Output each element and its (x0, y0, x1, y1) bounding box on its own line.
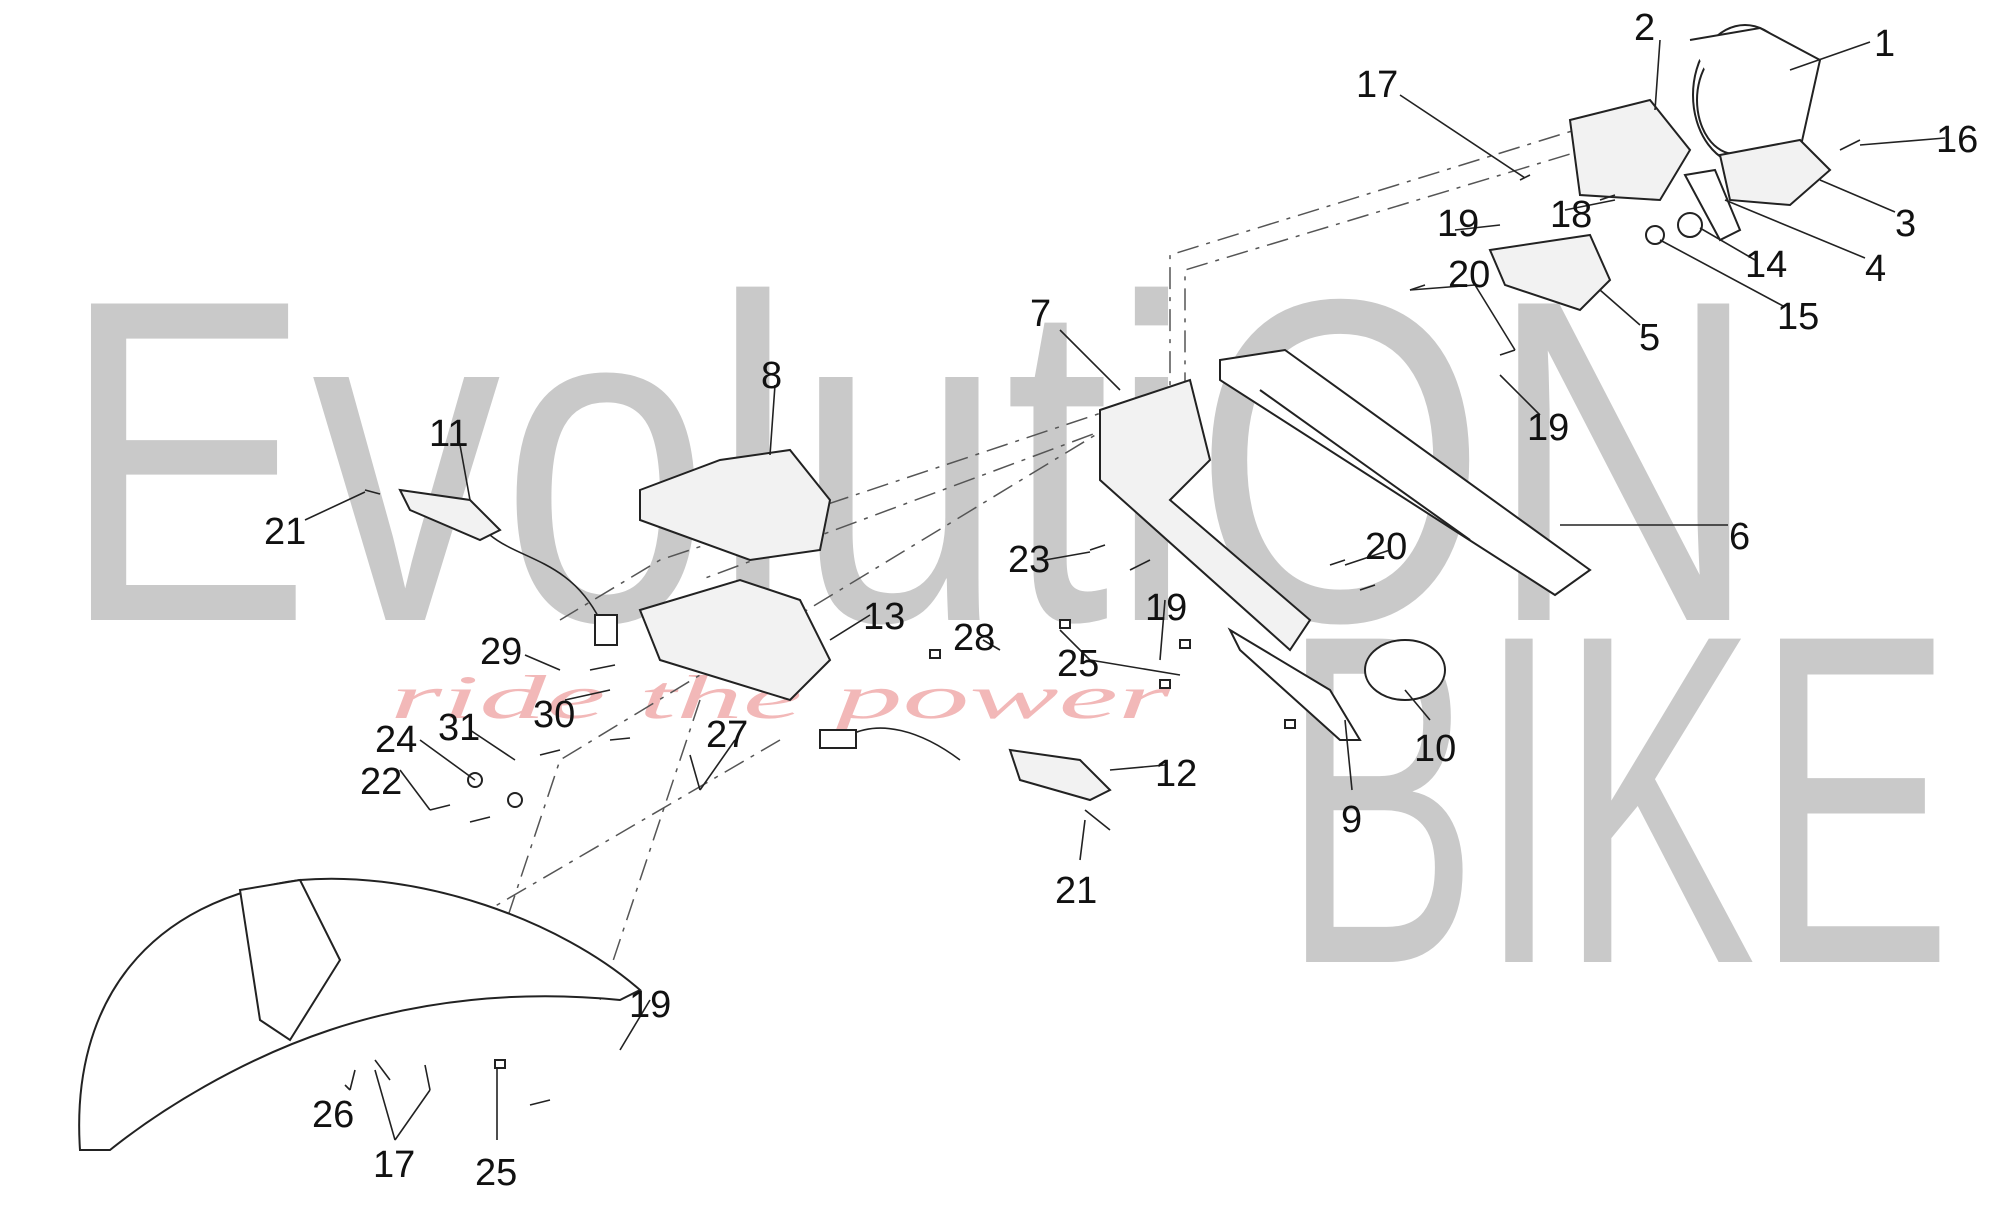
callout-18: 18 (1550, 194, 1592, 236)
callout-3: 3 (1895, 203, 1916, 245)
callout-27: 27 (706, 714, 748, 756)
callout-14: 14 (1745, 244, 1787, 286)
part-tail-cover (639, 448, 832, 562)
callout-28: 28 (953, 617, 995, 659)
callout-31: 31 (438, 707, 480, 749)
callout-23: 23 (1008, 539, 1050, 581)
watermark-logo: EvolutiON BIKE ride the power (60, 205, 1952, 1062)
callout-13: 13 (863, 596, 905, 638)
callout-11: 11 (429, 413, 468, 455)
callout-19-a: 19 (1437, 203, 1479, 245)
callout-12: 12 (1155, 753, 1197, 795)
part-socket (1718, 138, 1832, 207)
callout-30: 30 (533, 694, 575, 736)
part-mount-bracket (1099, 378, 1312, 652)
callout-labels: 1 2 3 4 5 6 7 8 9 10 11 12 13 14 15 16 1… (264, 7, 1978, 1194)
callout-6: 6 (1729, 516, 1750, 558)
part-tail-base (638, 578, 832, 702)
callout-10: 10 (1414, 728, 1456, 770)
leader-lines (304, 39, 1946, 1141)
callout-19-d: 19 (629, 984, 671, 1026)
callout-20-a: 20 (1448, 254, 1490, 296)
callout-1: 1 (1874, 23, 1895, 65)
callout-20-b: 20 (1365, 526, 1407, 568)
watermark-brand-word-1: EvolutiON (60, 205, 1760, 718)
callout-25-a: 25 (1057, 643, 1099, 685)
callout-29: 29 (480, 631, 522, 673)
callout-22: 22 (360, 761, 402, 803)
callout-16: 16 (1936, 119, 1978, 161)
part-plate-holder (1219, 348, 1592, 597)
part-right-indicator (1008, 748, 1112, 802)
callout-2: 2 (1634, 7, 1655, 49)
part-rear-fender (78, 877, 642, 1151)
callout-7: 7 (1030, 293, 1051, 335)
callout-26: 26 (312, 1094, 354, 1136)
callout-21-a: 21 (264, 511, 306, 553)
callout-8: 8 (761, 355, 782, 397)
callout-15: 15 (1777, 296, 1819, 338)
callout-17-top: 17 (1356, 64, 1398, 106)
watermark-brand-word-2: BIKE (1282, 537, 1952, 1062)
callout-17-bottom: 17 (373, 1144, 415, 1186)
callout-5: 5 (1639, 317, 1660, 359)
callout-21-b: 21 (1055, 870, 1097, 912)
callout-25-b: 25 (475, 1152, 517, 1194)
callout-19-c: 19 (1145, 587, 1187, 629)
part-lamp-housing (1568, 98, 1692, 202)
parts-line-art (78, 24, 1861, 1151)
callout-24: 24 (375, 719, 417, 761)
callout-9: 9 (1341, 799, 1362, 841)
part-reflector (1364, 639, 1446, 701)
callout-4: 4 (1865, 248, 1886, 290)
callout-19-b: 19 (1527, 407, 1569, 449)
part-plate-light (1488, 233, 1612, 312)
